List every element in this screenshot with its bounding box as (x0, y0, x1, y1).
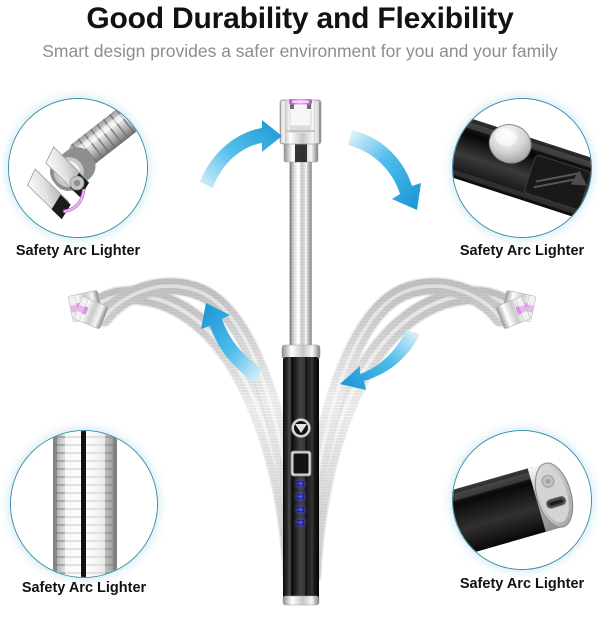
inset-circle-2 (452, 98, 592, 238)
inset-caption-4: Safety Arc Lighter (459, 576, 585, 592)
arc-head-closeup-art (9, 99, 147, 237)
product-handle (281, 344, 321, 606)
inset-arc-head-closeup: Safety Arc Lighter (8, 98, 148, 274)
inset-usb-port-closeup: Safety Arc Lighter (452, 430, 592, 612)
gooseneck-closeup-art (11, 431, 157, 577)
led-4 (297, 520, 304, 525)
power-button-closeup-art (453, 99, 591, 237)
led-2 (297, 494, 304, 499)
inset-caption-1: Safety Arc Lighter (15, 243, 141, 259)
led-3 (297, 507, 304, 512)
arrow-top-right (348, 130, 421, 210)
arc-head-mid-right (495, 296, 531, 329)
arrow-bottom-left (201, 303, 262, 383)
inset-gooseneck-closeup: Safety Arc Lighter (10, 430, 158, 612)
inset-caption-3: Safety Arc Lighter (21, 580, 147, 596)
page-title: Good Durability and Flexibility (86, 2, 514, 35)
page-subtitle: Smart design provides a safer environmen… (42, 41, 558, 61)
usb-port-closeup-art (453, 431, 591, 569)
arrow-bottom-right (340, 330, 420, 390)
led-1 (297, 481, 304, 486)
power-button[interactable] (291, 418, 311, 438)
inset-circle-3 (10, 430, 158, 578)
arc-head-mid-left (73, 296, 109, 329)
inset-circle-1 (8, 98, 148, 238)
inset-power-button-closeup: Safety Arc Lighter (452, 98, 592, 274)
inset-caption-2: Safety Arc Lighter (459, 243, 585, 259)
safety-switch[interactable] (290, 450, 312, 477)
arc-head-main (279, 99, 322, 163)
inset-circle-4 (452, 430, 592, 570)
arrow-top-left (200, 120, 282, 188)
